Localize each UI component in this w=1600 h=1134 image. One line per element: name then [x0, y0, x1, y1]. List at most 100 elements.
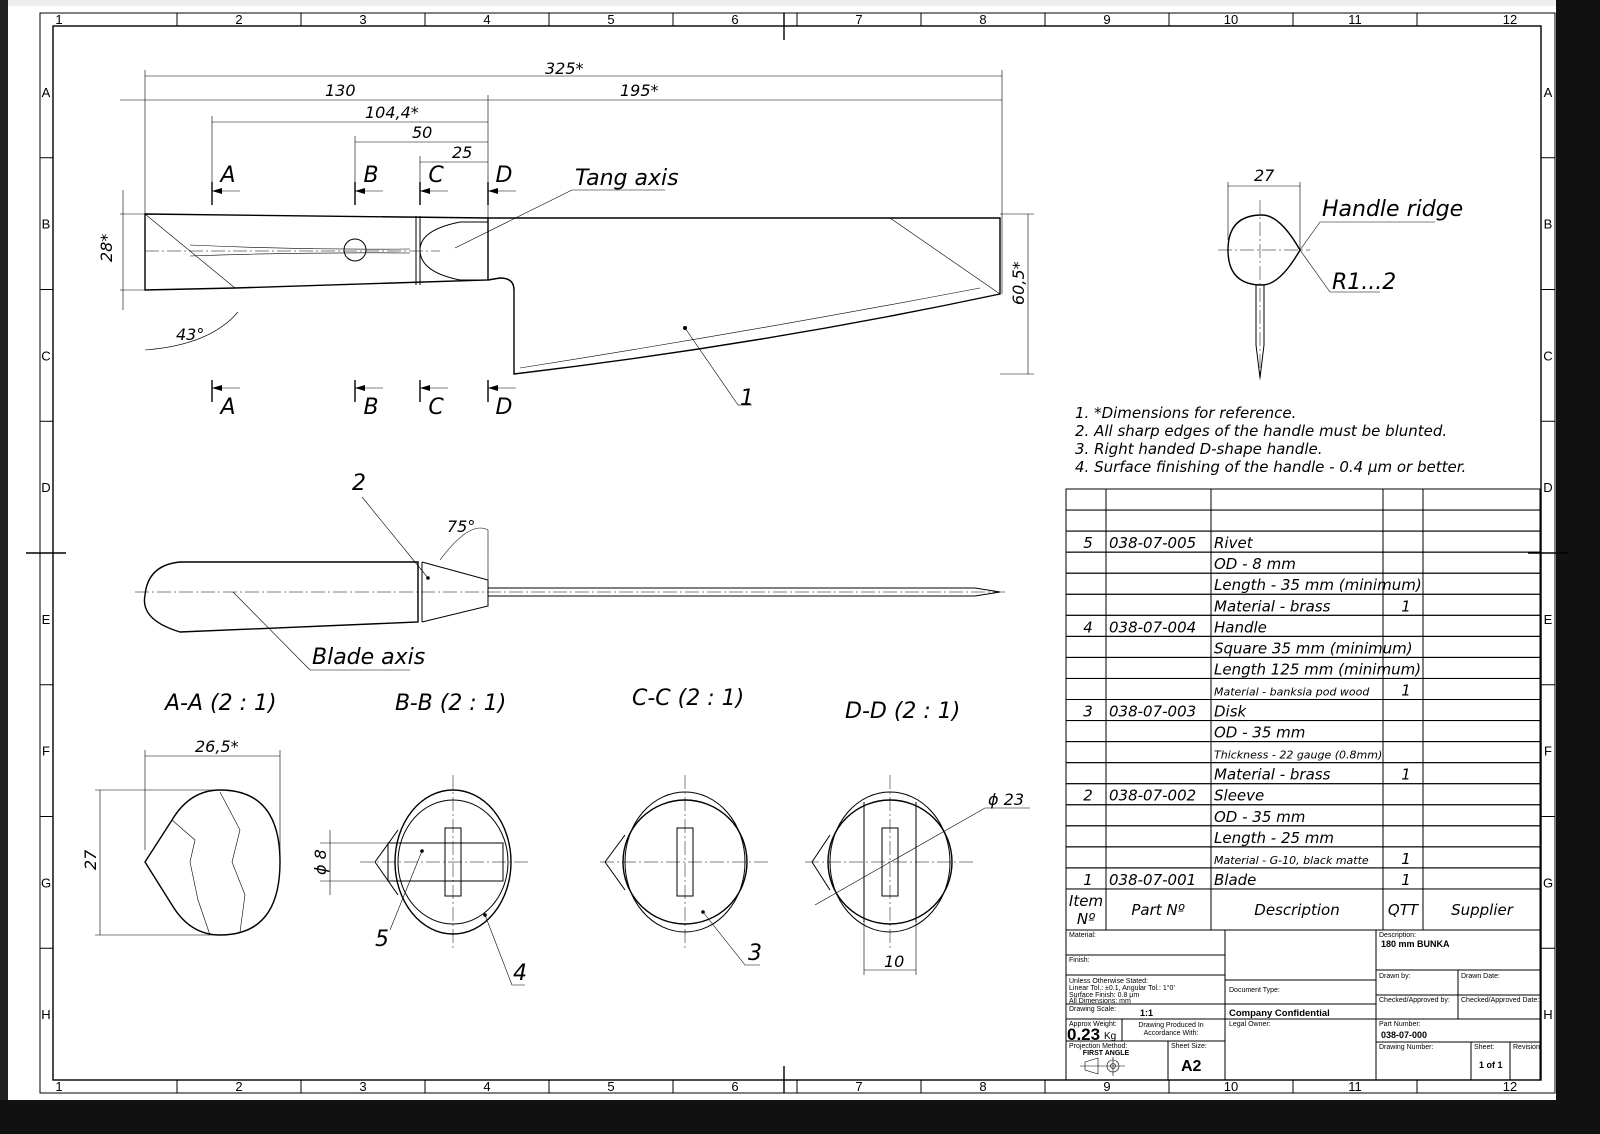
- frame-row-label: H: [1543, 1007, 1552, 1022]
- item-1-label: 1: [740, 386, 754, 411]
- handle-ridge-view: 27 Handle ridge R1...2: [1218, 166, 1463, 380]
- bom-item-number: 2: [1083, 787, 1093, 805]
- section-mark-b: B: [363, 163, 378, 188]
- bom-description: OD - 35 mm: [1214, 724, 1305, 742]
- bom-description: OD - 35 mm: [1214, 808, 1305, 826]
- note-1: 1. *Dimensions for reference.: [1075, 404, 1296, 422]
- section-a-height: 27: [81, 849, 100, 870]
- frame-column-label: 1: [55, 1079, 62, 1094]
- bom-description: OD - 8 mm: [1214, 555, 1296, 573]
- item-2-label: 2: [352, 471, 366, 496]
- item-5-label: 5: [375, 927, 389, 952]
- sheet-size-label: Sheet Size:: [1171, 1043, 1207, 1050]
- bom-quantity: 1: [1401, 597, 1411, 615]
- bom-part-number: 038-07-001: [1109, 871, 1196, 889]
- bom-description: Material - brass: [1214, 766, 1331, 784]
- section-d-diameter: ϕ 23: [988, 790, 1024, 809]
- frame-row-label: F: [42, 744, 50, 759]
- bom-description: Sleeve: [1214, 787, 1264, 805]
- scale-label: Drawing Scale:: [1069, 1006, 1116, 1013]
- title-block: Material: Finish: Unless Otherwise State…: [1065, 929, 1542, 1081]
- projection-method: FIRST ANGLE: [1083, 1050, 1130, 1057]
- tolerance-line-2: Linear Tol.: ±0.1, Angular Tol.: 1°0': [1069, 984, 1175, 992]
- note-4: 4. Surface finishing of the handle - 0.4…: [1075, 458, 1466, 476]
- frame-row-label: B: [1544, 217, 1553, 232]
- drawing-description: 180 mm BUNKA: [1381, 939, 1450, 949]
- dim-b-position: 50: [412, 123, 432, 142]
- bom-description: Length - 35 mm (minimum): [1214, 576, 1422, 594]
- bom-description: Blade: [1214, 871, 1256, 889]
- frame-row-label: A: [1544, 85, 1553, 100]
- frame-column-label: 11: [1348, 1079, 1362, 1094]
- section-c-title: C-C (2 : 1): [632, 686, 744, 711]
- dim-angle: 43°: [176, 325, 204, 344]
- bom-quantity: 1: [1401, 871, 1411, 889]
- accordance-line-1: Drawing Produced In: [1138, 1022, 1203, 1029]
- drawing-scale: 1:1: [1140, 1008, 1153, 1018]
- section-b-title: B-B (2 : 1): [395, 691, 506, 716]
- bom-header-item: Item: [1069, 892, 1103, 910]
- document-type-label: Document Type:: [1229, 987, 1280, 994]
- weight-unit: Kg: [1104, 1031, 1116, 1042]
- bom-description: Handle: [1214, 618, 1267, 636]
- radius-label: R1...2: [1332, 270, 1396, 295]
- handle-ridge-label: Handle ridge: [1322, 197, 1463, 222]
- frame-row-label: G: [1543, 875, 1553, 890]
- bom-description: Rivet: [1214, 534, 1254, 552]
- dim-blade-length: 195*: [620, 81, 659, 100]
- bom-quantity: 1: [1401, 766, 1411, 784]
- bom-description: Material - G-10, black matte: [1214, 854, 1369, 867]
- part-number: 038-07-000: [1381, 1030, 1427, 1040]
- frame-column-label: 11: [1348, 12, 1362, 27]
- material-label: Material:: [1069, 932, 1096, 939]
- bom-header-supplier: Supplier: [1451, 901, 1514, 919]
- bom-item-number: 5: [1083, 534, 1093, 552]
- section-a-title: A-A (2 : 1): [163, 691, 277, 716]
- item-3-label: 3: [748, 941, 762, 966]
- ridge-width: 27: [1254, 166, 1275, 185]
- frame-column-label: 2: [235, 1079, 242, 1094]
- section-mark-c: C: [428, 395, 444, 420]
- frame-column-label: 4: [483, 1079, 490, 1094]
- bom-part-number: 038-07-003: [1109, 703, 1196, 721]
- frame-column-label: 2: [235, 12, 242, 27]
- frame-column-label: 4: [483, 12, 490, 27]
- section-c-c: C-C (2 : 1) 3: [600, 686, 770, 966]
- dim-a-position: 104,4*: [365, 103, 419, 122]
- dim-overall: 325*: [545, 59, 584, 78]
- frame-row-label: B: [42, 217, 51, 232]
- section-mark-d: D: [496, 395, 513, 420]
- sheet-number: 1 of 1: [1479, 1060, 1503, 1070]
- frame-row-label: D: [41, 480, 50, 495]
- bom-part-number: 038-07-005: [1109, 534, 1196, 552]
- frame-row-label: F: [1544, 744, 1552, 759]
- section-d-width: 10: [884, 952, 904, 971]
- side-view: 1 Tang axis 325* 130 195* 104,4* 50 25 2…: [97, 59, 1034, 420]
- weight-label: Approx Weight:: [1069, 1021, 1117, 1028]
- frame-column-label: 6: [731, 12, 738, 27]
- frame-column-label: 12: [1503, 12, 1517, 27]
- bom-description: Material - brass: [1214, 597, 1331, 615]
- legal-owner-label: Legal Owner:: [1229, 1021, 1271, 1028]
- section-b-b: B-B (2 : 1) ϕ 8 5 4: [311, 691, 530, 986]
- dim-c-position: 25: [452, 143, 472, 162]
- frame-column-label: 5: [607, 12, 614, 27]
- frame-row-label: H: [41, 1007, 50, 1022]
- tolerance-line-3: Surface Finish: 0.8 μm: [1069, 992, 1139, 999]
- section-a-width: 26,5*: [195, 737, 239, 756]
- frame-column-label: 9: [1103, 1079, 1110, 1094]
- top-view: 2 75° Blade axis: [135, 471, 1005, 671]
- frame-row-label: E: [42, 612, 51, 627]
- frame-column-label: 9: [1103, 12, 1110, 27]
- sheet-size: A2: [1181, 1058, 1202, 1075]
- bom-description: Length - 25 mm: [1214, 829, 1334, 847]
- bom-row: Length - 35 mm (minimum): [1065, 572, 1541, 595]
- revision-label: Revision:: [1513, 1044, 1542, 1051]
- section-mark-a: A: [218, 163, 235, 188]
- frame-row-label: C: [1543, 348, 1552, 363]
- bom-part-number: 038-07-004: [1109, 618, 1196, 636]
- projection-label: Projection Method:: [1069, 1043, 1127, 1050]
- section-a-a: A-A (2 : 1) 26,5* 27: [81, 691, 281, 936]
